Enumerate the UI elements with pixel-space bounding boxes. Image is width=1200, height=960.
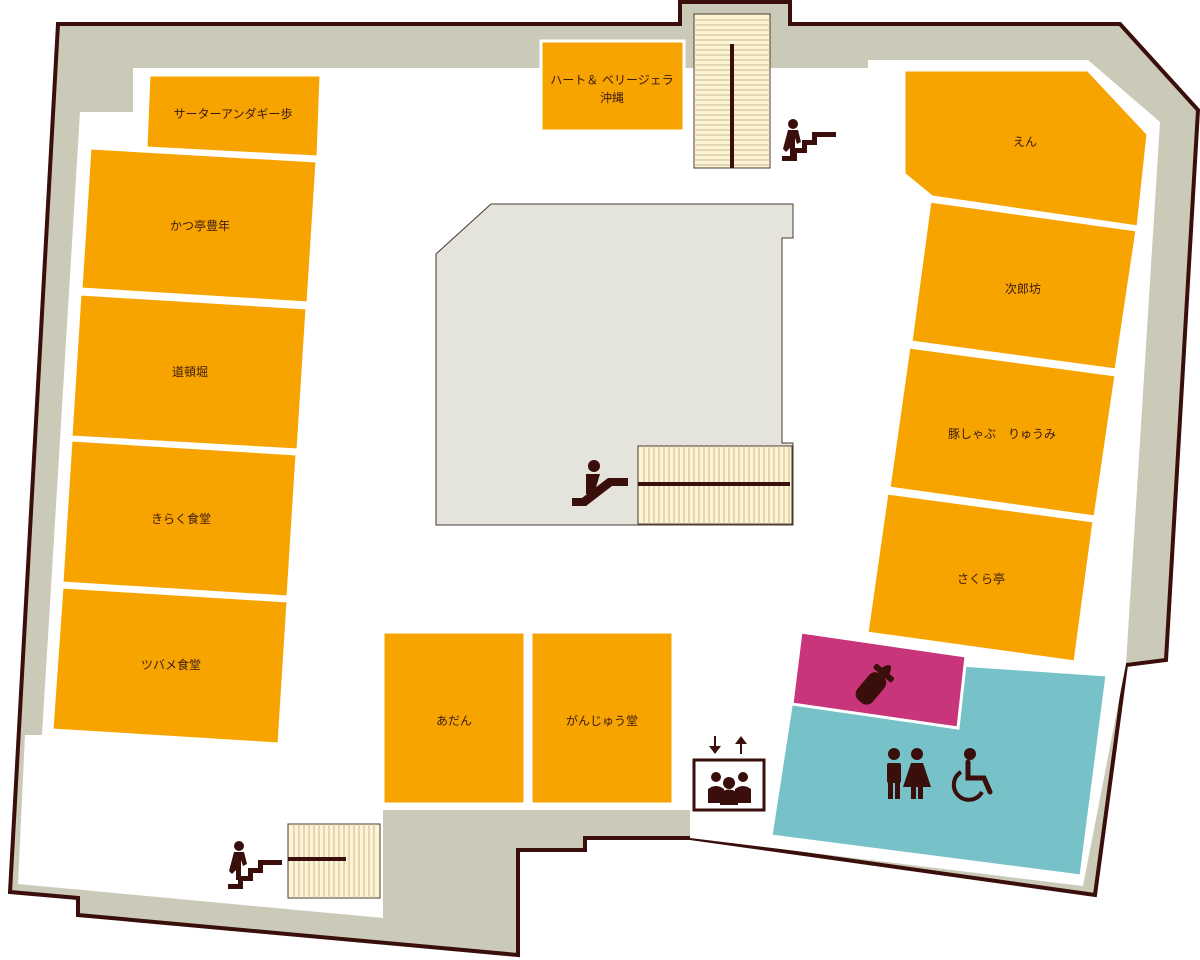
stairs-bottom-rail [288,857,346,861]
shop-label-line2: 沖縄 [600,90,624,105]
atrium-block [435,203,794,526]
elevator-icon [708,736,751,805]
shop-label: ハート＆ ベリージェラ [550,73,674,87]
stairs-top-rail [730,44,734,168]
shop-kiraku[interactable]: きらく食堂 [60,438,299,599]
wheelchair-icon [951,748,993,802]
shop-hart-berry[interactable]: ハート＆ ベリージェラ 沖縄 [539,39,686,133]
shop-label: ツバメ食堂 [141,657,201,672]
stairs-bottom[interactable] [287,823,381,899]
escalator-handrail [638,482,790,486]
shop-label: 豚しゃぶ りゅうみ [948,427,1056,441]
restroom-icon [887,748,931,799]
shop-sakuratei[interactable]: さくら亭 [865,491,1096,664]
shop-label: かつ亭豊年 [170,218,230,233]
shop-label: あだん [436,714,472,728]
escalator-icon [572,460,628,506]
shop-label: サーターアンダギー歩 [173,106,292,121]
shop-jiroubou[interactable]: 次郎坊 [909,199,1139,372]
baby-bottle-icon [855,663,895,705]
shop-label: 道頓堀 [172,364,208,379]
stairs-up-icon [782,119,836,161]
shop-katsutei[interactable]: かつ亭豊年 [79,146,319,305]
shop-ganjuudou[interactable]: がんじゅう堂 [529,630,675,806]
shop-label: えん [1013,135,1037,149]
stairs-top[interactable] [693,13,771,169]
shop-label: きらく食堂 [151,511,211,526]
shop-butashabu[interactable]: 豚しゃぶ りゅうみ [887,345,1118,519]
shop-label: 次郎坊 [1005,281,1041,296]
shop-label: がんじゅう堂 [566,713,638,728]
shop-dotonbori[interactable]: 道頓堀 [69,292,309,452]
shop-adan[interactable]: あだん [381,630,527,806]
shop-saataa-andagi[interactable]: サーターアンダギー歩 [144,73,323,159]
shop-tsubame[interactable]: ツバメ食堂 [50,585,290,746]
stairs-up-icon [228,841,282,889]
shop-en[interactable]: えん [902,68,1150,229]
shop-label: さくら亭 [957,571,1005,586]
escalator[interactable] [637,445,793,525]
